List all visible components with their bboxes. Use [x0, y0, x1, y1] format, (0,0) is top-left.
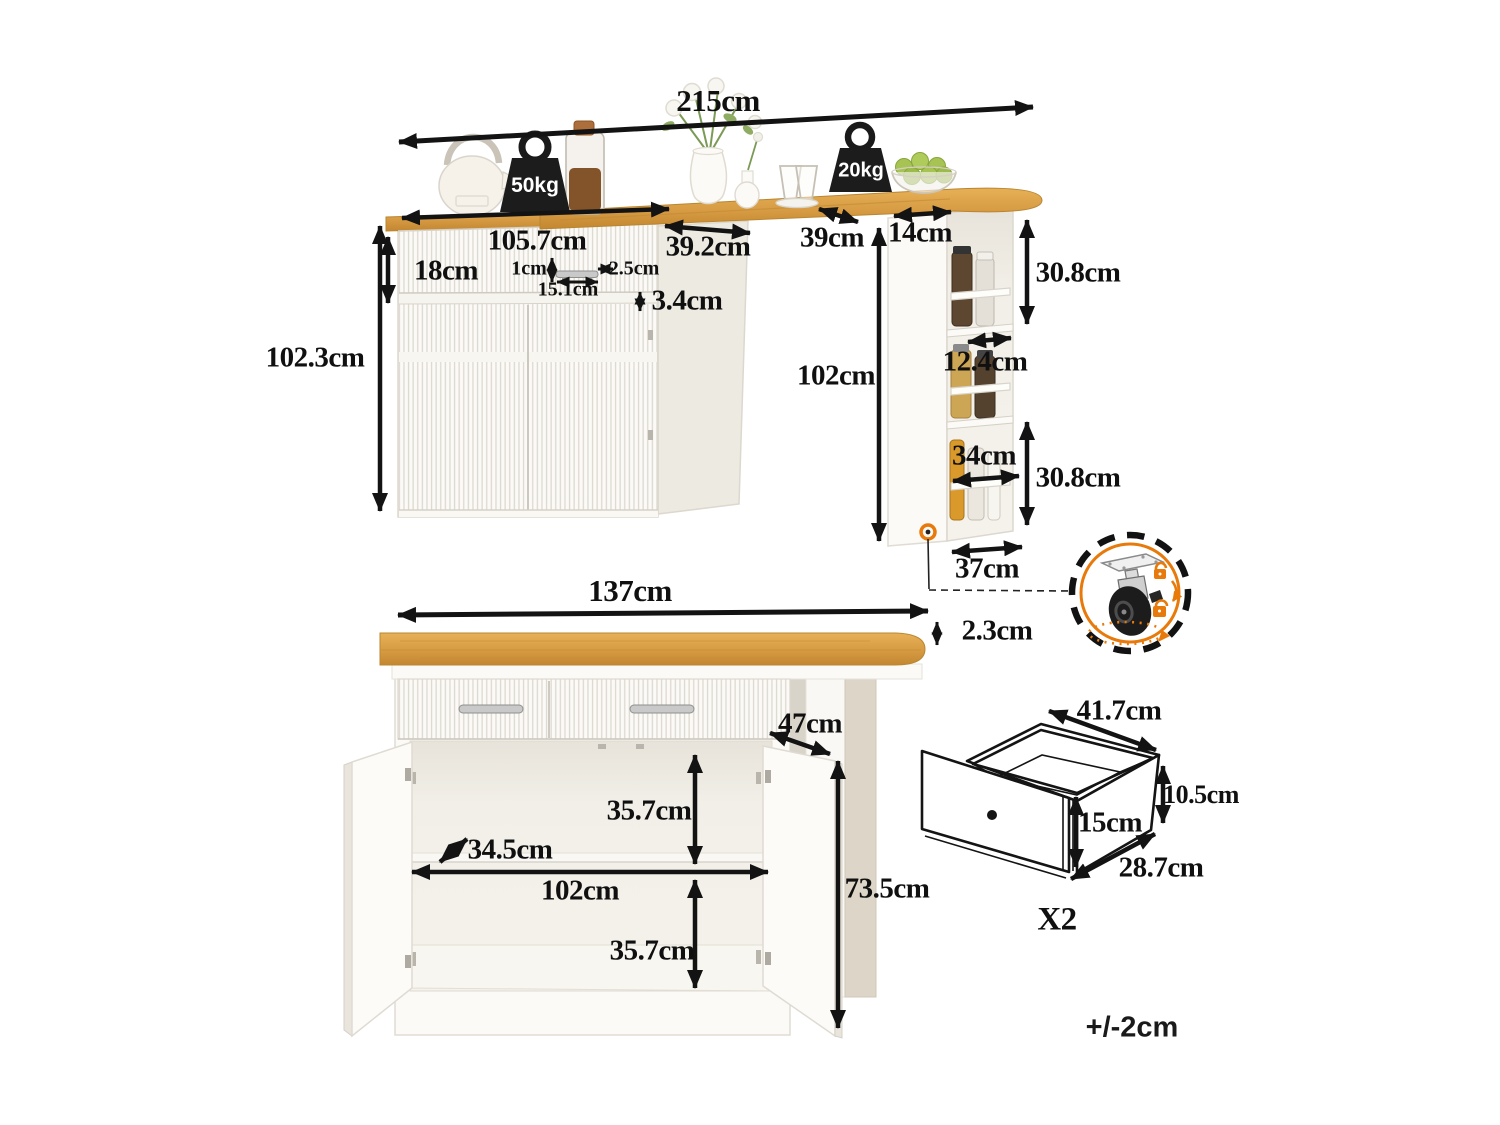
- left-door-open: [343, 740, 413, 1038]
- lock-transition-arrow-icon: [1170, 580, 1183, 602]
- unlock-icon: [1154, 561, 1168, 579]
- shelf-unit-drawing: [887, 206, 1014, 547]
- front-cabinet-drawing: [343, 632, 926, 1039]
- bud-vase-prop: [734, 131, 764, 209]
- kettle-prop: [438, 133, 513, 217]
- glasses-prop: [775, 165, 819, 209]
- lock-icon: [1153, 599, 1169, 617]
- weight-50kg-icon: [500, 130, 570, 212]
- caster-callout: [927, 531, 1192, 655]
- weight-20kg-icon: [829, 121, 892, 192]
- drawer-knob: [987, 810, 997, 820]
- island-cabinet-drawing: [385, 204, 751, 518]
- dimension-arrows: [372, 100, 1171, 1029]
- drawer-line-art: [920, 722, 1161, 879]
- fruit-bowl-prop: [891, 152, 957, 194]
- right-door-open: [762, 745, 843, 1039]
